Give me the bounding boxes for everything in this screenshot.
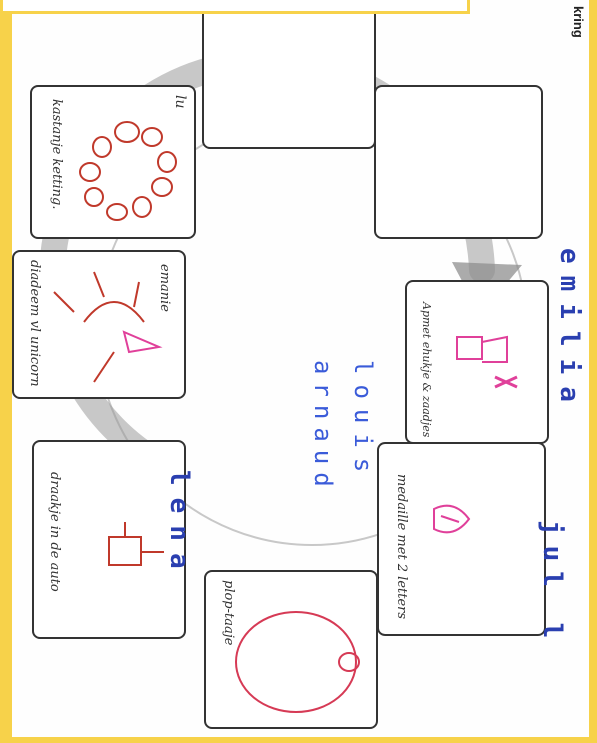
partial-title: kring xyxy=(571,6,586,38)
blank-card-right xyxy=(374,85,543,239)
worksheet-paper: lu kastanje ketting. emanie diadeem vl u… xyxy=(12,0,589,737)
name-emilia: emilia xyxy=(554,248,584,414)
card-plop: plop-taaje xyxy=(204,570,378,729)
card-apmet: Apmet ehukje & zaadjes xyxy=(405,280,549,444)
card-lu: lu kastanje ketting. xyxy=(30,85,196,239)
unicorn-diadem-drawing xyxy=(14,252,184,397)
name-jull: jul l xyxy=(537,520,567,648)
name-louis: louis xyxy=(349,360,377,482)
dragon-drawing xyxy=(34,442,184,637)
card-emanie: emanie diadeem vl unicorn xyxy=(12,250,186,399)
blank-card-top xyxy=(202,5,376,149)
name-arnaud: arnaud xyxy=(309,360,337,495)
header-tab xyxy=(0,0,470,14)
chestnut-necklace-drawing xyxy=(32,87,192,237)
medal-drawing xyxy=(379,444,544,634)
card-draakje: draakje in de auto xyxy=(32,440,186,639)
apron-drawing xyxy=(407,282,547,442)
card-medaille: medaille met 2 letters xyxy=(377,442,546,636)
plop-bag-drawing xyxy=(206,572,376,727)
name-lena: lena xyxy=(164,470,194,581)
